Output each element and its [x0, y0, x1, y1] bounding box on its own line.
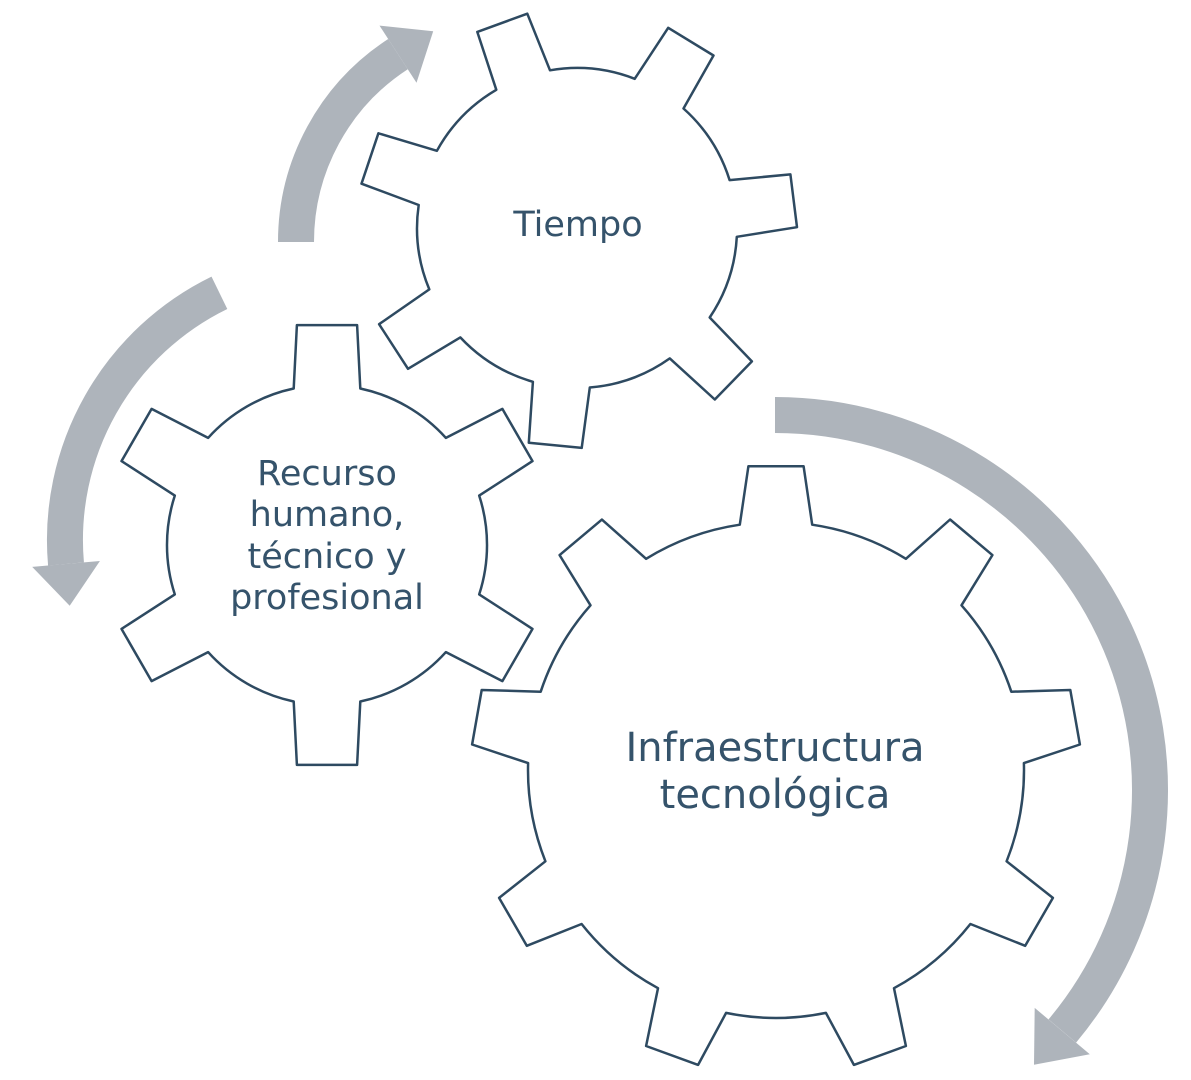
label-line: técnico y — [247, 536, 407, 577]
gear-label-recurso: Recurso humano, técnico y profesional — [187, 454, 467, 619]
arrowhead-icon — [379, 25, 434, 83]
arrow-left — [32, 276, 228, 606]
arrowhead-icon — [1034, 1007, 1090, 1065]
gear-infraestructura — [470, 465, 1082, 1067]
gear-tiempo — [360, 12, 799, 450]
label-line: Recurso — [257, 454, 397, 494]
gear-recurso — [120, 323, 534, 767]
arrowhead-icon — [32, 561, 100, 606]
arrow-band — [46, 276, 228, 566]
label-line: humano, — [249, 495, 405, 536]
arrow-right — [774, 397, 1168, 1065]
label-line: profesional — [230, 577, 424, 618]
gear-label-infraestructura: Infraestructura tecnológica — [575, 725, 975, 819]
arrow-band — [774, 397, 1168, 1043]
label-line: Infraestructura — [625, 725, 925, 771]
label-line: tecnológica — [659, 772, 891, 819]
gear-label-tiempo: Tiempo — [478, 205, 678, 246]
arrow-band — [278, 39, 409, 243]
arrow-top-left — [278, 25, 434, 243]
label-line: Tiempo — [513, 205, 643, 245]
